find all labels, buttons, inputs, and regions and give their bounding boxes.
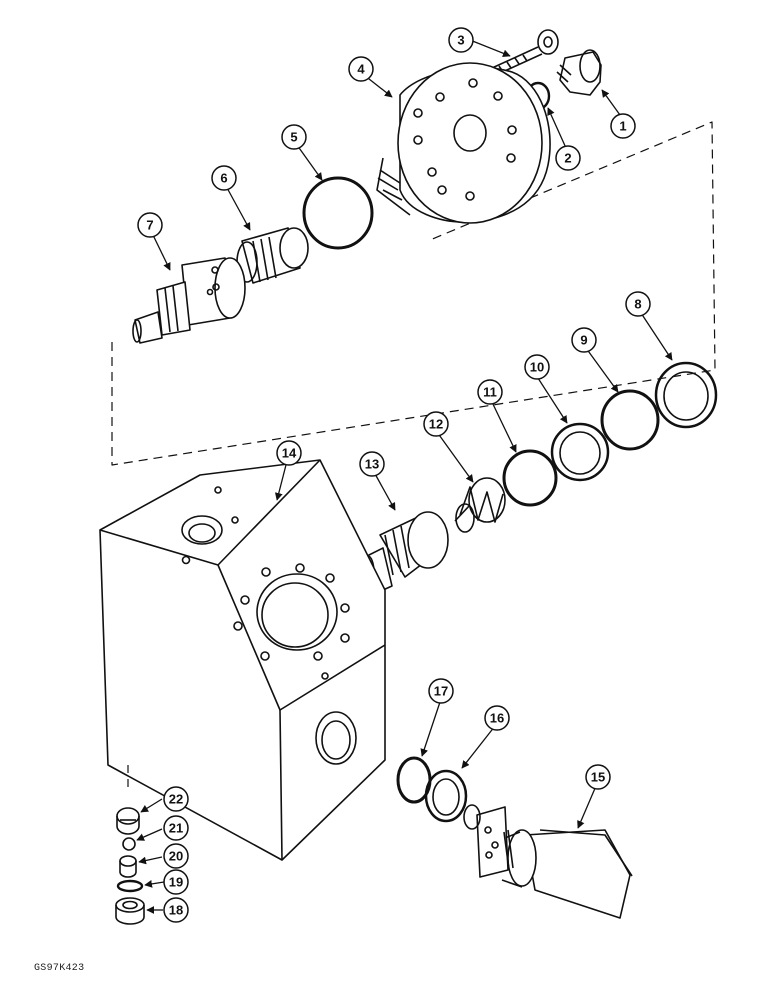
callout-4: 4 (348, 56, 374, 82)
assembly-boundary-dashed (111, 121, 716, 466)
part-7-piston (132, 257, 246, 344)
figure-code: GS97K423 (34, 963, 85, 974)
part-13-poppet (361, 511, 449, 595)
callout-6: 6 (211, 165, 237, 191)
callout-7-label: 7 (146, 218, 153, 233)
callout-19: 19 (163, 869, 189, 895)
callout-5: 5 (281, 124, 307, 150)
callout-9-label: 9 (580, 333, 587, 348)
callout-19-label: 19 (169, 875, 183, 890)
part-19-o-ring (116, 879, 144, 893)
callout-10-label: 10 (530, 360, 544, 375)
part-16-backup-ring (424, 769, 468, 823)
callout-18: 18 (163, 897, 189, 923)
callout-5-label: 5 (290, 130, 297, 145)
callout-12-label: 12 (429, 417, 443, 432)
callout-14: 14 (276, 440, 302, 466)
callout-2: 2 (555, 145, 581, 171)
callout-16: 16 (484, 705, 510, 731)
part-12-spring (454, 477, 506, 533)
part-5-o-ring (302, 176, 374, 250)
callout-1-label: 1 (619, 119, 626, 134)
callout-17: 17 (428, 678, 454, 704)
callout-20: 20 (163, 843, 189, 869)
callout-8: 8 (625, 291, 651, 317)
callout-8-label: 8 (634, 297, 641, 312)
callout-11: 11 (477, 379, 503, 405)
part-6-spool (236, 227, 309, 284)
callout-4-label: 4 (357, 62, 365, 77)
part-17-o-ring (396, 756, 432, 804)
part-1-fitting (556, 49, 602, 96)
callout-16-label: 16 (490, 711, 504, 726)
callout-15: 15 (585, 764, 611, 790)
callout-20-label: 20 (169, 849, 183, 864)
callout-6-label: 6 (220, 171, 227, 186)
callout-15-label: 15 (591, 770, 605, 785)
callout-11-label: 11 (483, 385, 497, 400)
part-14-valve-body (99, 459, 386, 861)
callout-12: 12 (423, 411, 449, 437)
part-18-plug (115, 897, 145, 925)
callout-18-label: 18 (169, 903, 183, 918)
callout-3-label: 3 (457, 33, 464, 48)
callout-9: 9 (571, 327, 597, 353)
part-11-o-ring (502, 449, 558, 507)
callout-2-label: 2 (564, 151, 571, 166)
callout-21: 21 (163, 815, 189, 841)
part-22-plug (116, 807, 140, 835)
part-10-backup-ring (550, 422, 610, 482)
callout-22: 22 (163, 786, 189, 812)
part-21-ball (122, 837, 136, 851)
callout-13: 13 (359, 451, 385, 477)
callout-1: 1 (610, 113, 636, 139)
part-8-seal (654, 361, 718, 429)
callout-7: 7 (137, 212, 163, 238)
callout-3: 3 (448, 27, 474, 53)
callout-21-label: 21 (169, 821, 183, 836)
callout-10: 10 (524, 354, 550, 380)
part-20-seat (119, 855, 137, 878)
part-4-cap (376, 62, 551, 224)
callout-17-label: 17 (434, 684, 448, 699)
callout-14-label: 14 (282, 446, 297, 461)
part-9-o-ring (600, 389, 660, 451)
callout-13-label: 13 (365, 457, 379, 472)
callout-22-label: 22 (169, 792, 183, 807)
part-15-relief-valve (463, 804, 633, 919)
